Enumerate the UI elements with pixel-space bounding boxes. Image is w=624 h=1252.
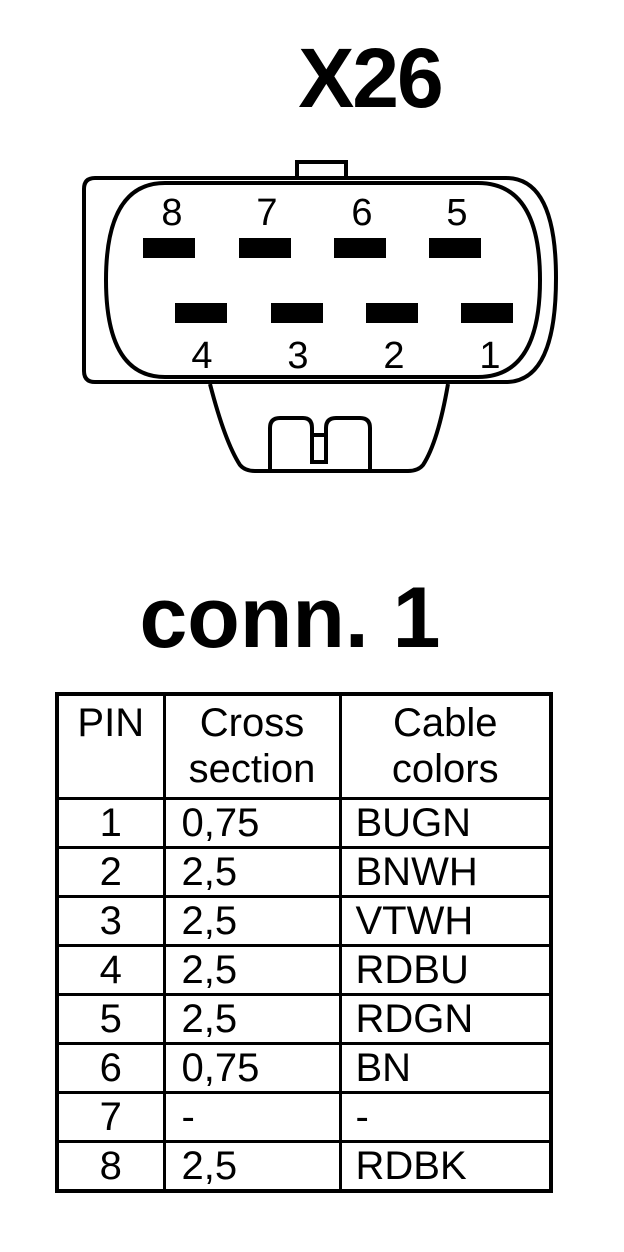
header-cross-line2: section bbox=[188, 747, 316, 791]
table-row: 2 2,5 BNWH bbox=[55, 845, 553, 898]
header-color-line1: Cable bbox=[392, 701, 498, 745]
cell-cross-section: 2,5 bbox=[162, 845, 342, 898]
cell-cross-section: 2,5 bbox=[162, 1139, 342, 1192]
cell-pin: 1 bbox=[55, 796, 166, 849]
pin-label: 5 bbox=[446, 192, 467, 234]
cell-cross-section: 2,5 bbox=[162, 992, 342, 1045]
pin-contact-4 bbox=[175, 303, 227, 323]
pin-label: 1 bbox=[479, 335, 500, 377]
cell-pin: 4 bbox=[55, 943, 166, 996]
bottom-clip bbox=[208, 383, 450, 473]
pin-label: 6 bbox=[351, 192, 372, 234]
table-row: 8 2,5 RDBK bbox=[55, 1139, 553, 1192]
header-pin: PIN bbox=[55, 692, 166, 800]
pin-label: 3 bbox=[287, 335, 308, 377]
section-title: conn. 1 bbox=[139, 570, 441, 666]
cell-cross-section: - bbox=[162, 1090, 342, 1143]
pin-contact-5 bbox=[429, 238, 481, 258]
cell-cable-color: BN bbox=[338, 1041, 553, 1094]
pin-contact-1 bbox=[461, 303, 513, 323]
header-color-line2: colors bbox=[391, 747, 499, 791]
pin-label: 4 bbox=[191, 335, 212, 377]
table-header-row: PIN Cross section Cable colors bbox=[55, 692, 553, 800]
pin-table: PIN Cross section Cable colors 1 0,75 BU… bbox=[55, 692, 553, 1193]
pin-label: 7 bbox=[256, 192, 277, 234]
table-row: 3 2,5 VTWH bbox=[55, 894, 553, 947]
pin-label: 2 bbox=[383, 335, 404, 377]
header-cross-line1: Cross bbox=[199, 701, 305, 745]
table-row: 1 0,75 BUGN bbox=[55, 796, 553, 849]
cell-cable-color: BUGN bbox=[338, 796, 553, 849]
header-pin-label: PIN bbox=[77, 701, 145, 745]
cell-pin: 5 bbox=[55, 992, 166, 1045]
table-row: 4 2,5 RDBU bbox=[55, 943, 553, 996]
cell-cable-color: VTWH bbox=[338, 894, 553, 947]
inner-face bbox=[103, 181, 543, 379]
cell-cable-color: RDBK bbox=[338, 1139, 553, 1192]
outer-housing bbox=[82, 176, 559, 384]
connector-title: X26 bbox=[298, 31, 443, 125]
pin-contact-6 bbox=[334, 238, 386, 258]
cell-cable-color: RDBU bbox=[338, 943, 553, 996]
cell-cable-color: RDGN bbox=[338, 992, 553, 1045]
cell-pin: 3 bbox=[55, 894, 166, 947]
cell-pin: 6 bbox=[55, 1041, 166, 1094]
pin-contact-8 bbox=[143, 238, 195, 258]
connector-housing bbox=[82, 160, 559, 473]
cell-cross-section: 0,75 bbox=[162, 1041, 342, 1094]
cell-pin: 8 bbox=[55, 1139, 166, 1192]
header-cable-colors: Cable colors bbox=[338, 692, 553, 800]
table-row: 6 0,75 BN bbox=[55, 1041, 553, 1094]
cell-cable-color: BNWH bbox=[338, 845, 553, 898]
pin-contacts bbox=[143, 238, 513, 323]
cell-cable-color: - bbox=[338, 1090, 553, 1143]
cell-pin: 7 bbox=[55, 1090, 166, 1143]
cell-cross-section: 2,5 bbox=[162, 894, 342, 947]
pin-label: 8 bbox=[161, 192, 182, 234]
pin-contact-7 bbox=[239, 238, 291, 258]
pin-contact-3 bbox=[271, 303, 323, 323]
clip-inner bbox=[268, 416, 372, 471]
header-cross-section: Cross section bbox=[162, 692, 342, 800]
table-row: 7 - - bbox=[55, 1090, 553, 1143]
table-row: 5 2,5 RDGN bbox=[55, 992, 553, 1045]
pin-contact-2 bbox=[366, 303, 418, 323]
cell-cross-section: 2,5 bbox=[162, 943, 342, 996]
cell-cross-section: 0,75 bbox=[162, 796, 342, 849]
cell-pin: 2 bbox=[55, 845, 166, 898]
latch-tab bbox=[295, 160, 348, 178]
pin-labels: 8 7 6 5 4 3 2 1 bbox=[161, 192, 500, 377]
connector-diagram: 8 7 6 5 4 3 2 1 bbox=[82, 160, 559, 473]
